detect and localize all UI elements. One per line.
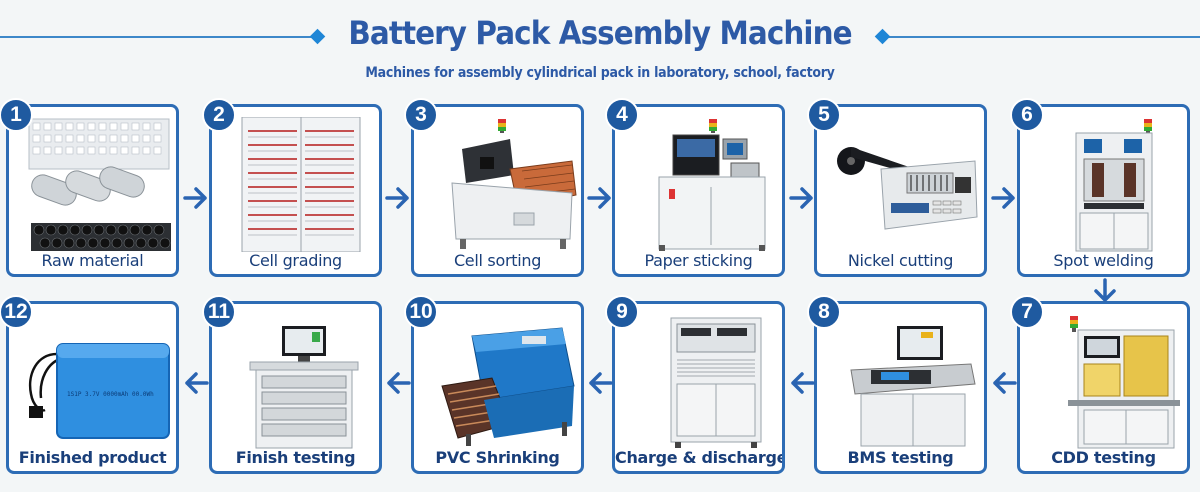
step-badge-3: 3: [404, 98, 438, 132]
step-badge-6: 6: [1010, 98, 1044, 132]
step-card-1: Raw material: [6, 104, 179, 277]
step-label-2: Cell grading: [249, 251, 342, 270]
step-label-5: Nickel cutting: [847, 251, 954, 270]
header-rule-left: [0, 36, 318, 38]
finished-battery-pack-illustration: 1S1P 3.7V 0000mAh 00.0Wh: [28, 343, 170, 439]
header-rule-right: [884, 36, 1200, 38]
charge-discharge-machine-illustration: [670, 317, 762, 448]
step-badge-11: 11: [202, 295, 236, 329]
step-badge-2: 2: [202, 98, 236, 132]
arrow-left-icon: [993, 372, 1017, 394]
step-label-7: CDD testing: [1051, 448, 1156, 467]
paper-sticking-machine-illustration: [658, 119, 766, 251]
raw-material-illustration: [28, 118, 171, 251]
arrow-right-icon: [385, 187, 409, 209]
step-card-5: Nickel cutting: [814, 104, 987, 277]
step-card-3: Cell sorting: [411, 104, 584, 277]
step-label-1: Raw material: [41, 251, 144, 270]
nickel-cutting-machine-illustration: [837, 147, 978, 230]
step-badge-10: 10: [404, 295, 438, 329]
arrow-down-icon: [1094, 278, 1116, 302]
cell-grading-machine-illustration: [241, 117, 361, 252]
step-badge-9: 9: [605, 295, 639, 329]
arrow-left-icon: [791, 372, 815, 394]
ccd-testing-machine-illustration: [1068, 316, 1180, 449]
arrow-left-icon: [185, 372, 209, 394]
spot-welding-machine-illustration: [1075, 119, 1153, 252]
arrow-right-icon: [789, 187, 813, 209]
step-label-9: Charge & discharge: [615, 448, 785, 467]
arrow-right-icon: [183, 187, 207, 209]
step-badge-5: 5: [807, 98, 841, 132]
step-badge-4: 4: [605, 98, 639, 132]
step-card-2: Cell grading: [209, 104, 382, 277]
finish-testing-machine-illustration: [249, 326, 359, 449]
page-subtitle: Machines for assembly cylindrical pack i…: [365, 65, 835, 81]
step-card-6: Spot welding: [1017, 104, 1190, 277]
step-card-12: 1S1P 3.7V 0000mAh 00.0Wh Finished produc…: [6, 301, 179, 474]
step-badge-1: 1: [0, 98, 33, 132]
step-label-11: Finish testing: [235, 448, 356, 467]
step-card-7: CDD testing: [1017, 301, 1190, 474]
page-title: Battery Pack Assembly Machine: [348, 14, 852, 52]
arrow-right-icon: [991, 187, 1015, 209]
step-card-9: Charge & discharge: [612, 301, 785, 474]
step-card-4: Paper sticking: [612, 104, 785, 277]
step-badge-8: 8: [807, 295, 841, 329]
arrow-left-icon: [387, 372, 411, 394]
svg-text:1S1P 3.7V 0000mAh 00.0Wh: 1S1P 3.7V 0000mAh 00.0Wh: [67, 391, 154, 398]
step-badge-7: 7: [1010, 295, 1044, 329]
step-card-8: BMS testing: [814, 301, 987, 474]
step-label-8: BMS testing: [847, 448, 954, 467]
step-label-4: Paper sticking: [644, 251, 753, 270]
step-card-10: PVC Shrinking: [411, 301, 584, 474]
step-label-3: Cell sorting: [453, 251, 542, 270]
pvc-shrinking-machine-illustration: [441, 327, 575, 446]
cell-sorting-machine-illustration: [451, 119, 577, 249]
arrow-left-icon: [589, 372, 613, 394]
bms-testing-machine-illustration: [850, 326, 976, 447]
step-label-10: PVC Shrinking: [435, 448, 560, 467]
step-card-11: Finish testing: [209, 301, 382, 474]
step-label-6: Spot welding: [1053, 251, 1154, 270]
arrow-right-icon: [587, 187, 611, 209]
step-label-12: Finished product: [18, 448, 167, 467]
step-badge-12: 12: [0, 295, 33, 329]
